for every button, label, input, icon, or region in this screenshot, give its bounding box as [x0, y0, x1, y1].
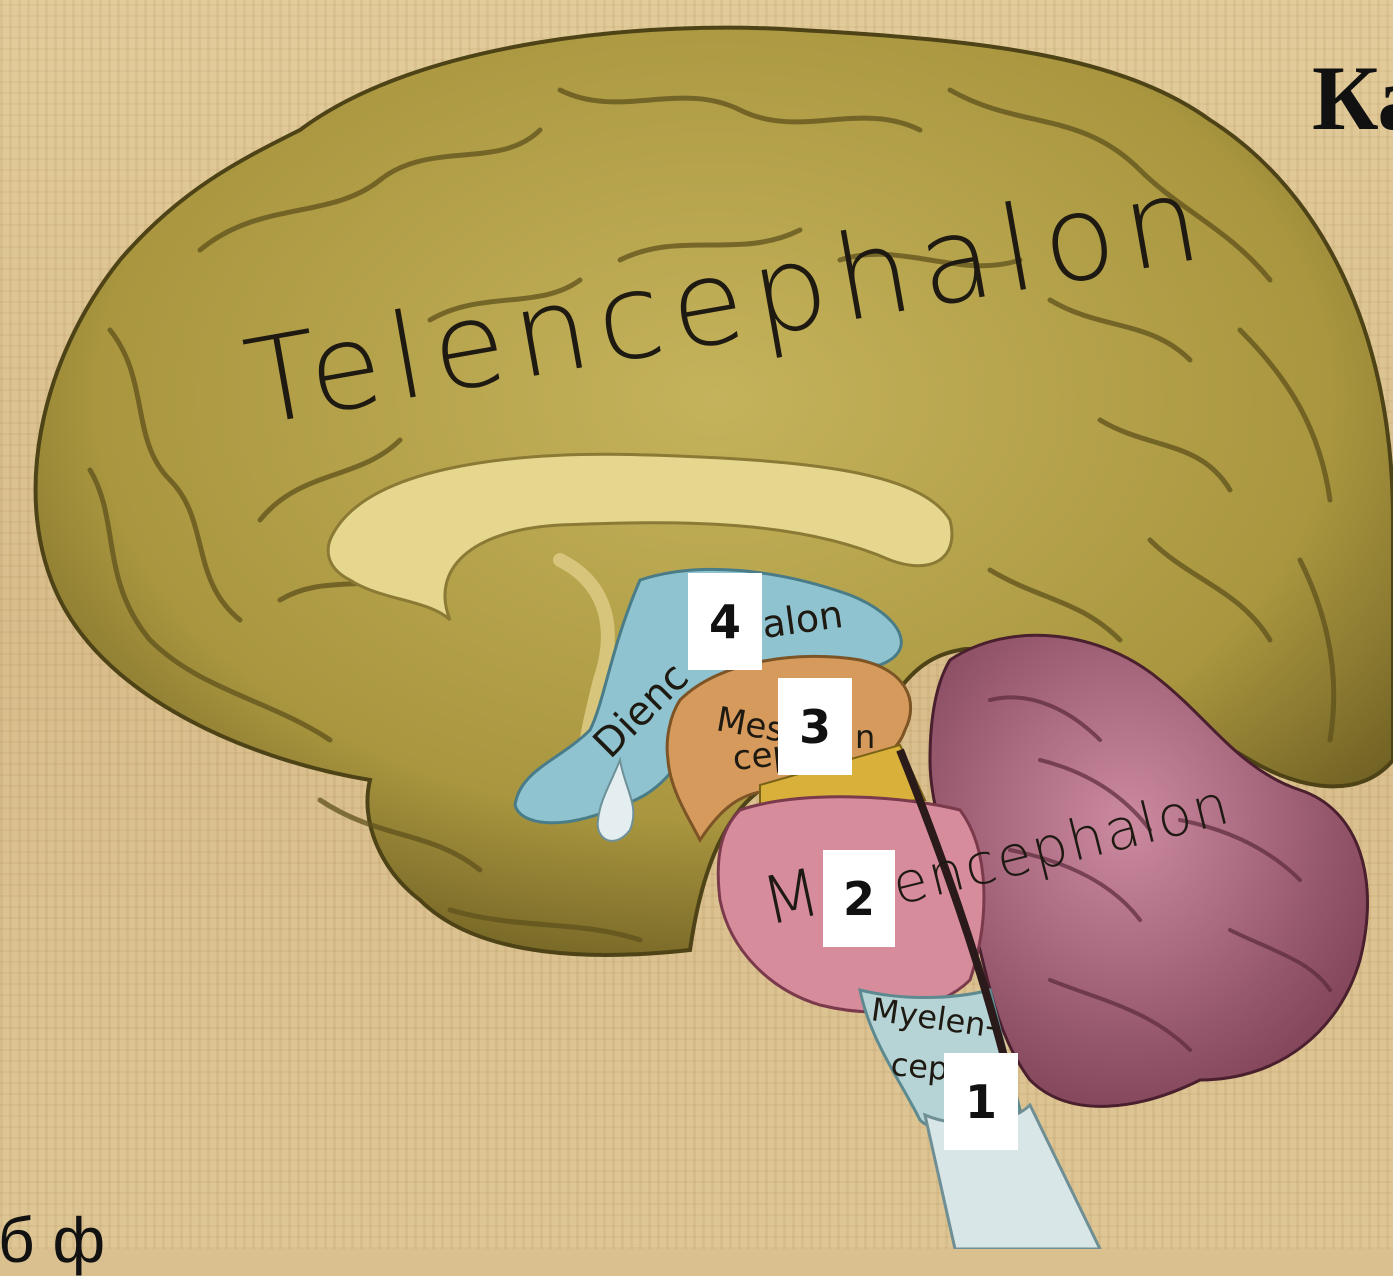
bottom-caption: б ф: [0, 1208, 105, 1272]
marker-3: 3: [778, 678, 852, 775]
label-mesencephalon-end: n: [855, 718, 875, 756]
marker-1: 1: [944, 1053, 1018, 1150]
marker-2: 2: [823, 850, 895, 947]
label-myelencephalon-bottom: cep: [889, 1045, 950, 1088]
slide-title: Ка: [1312, 52, 1393, 144]
marker-4: 4: [688, 573, 762, 670]
